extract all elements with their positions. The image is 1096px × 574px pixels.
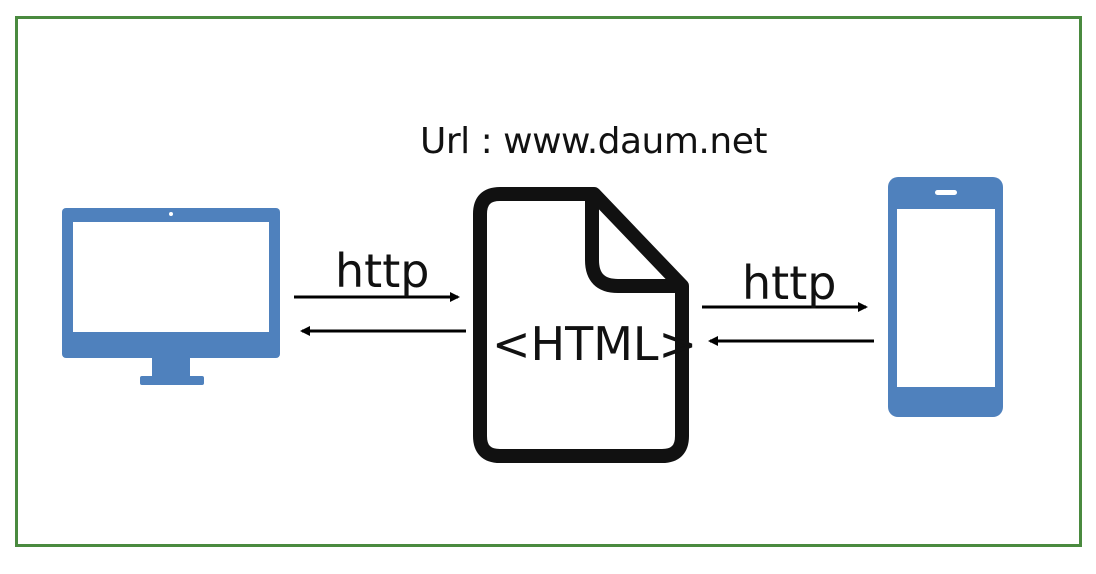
phone-screen bbox=[897, 209, 995, 387]
phone-speaker bbox=[935, 190, 957, 195]
document-label: <HTML> bbox=[492, 317, 698, 371]
url-label: Url : www.daum.net bbox=[420, 121, 767, 162]
monitor-base bbox=[140, 376, 204, 385]
left-arrows bbox=[294, 292, 466, 336]
desktop-monitor-icon bbox=[62, 208, 280, 385]
monitor-screen bbox=[73, 222, 269, 332]
monitor-camera bbox=[169, 212, 173, 216]
document-outline bbox=[473, 187, 689, 463]
html-document-icon bbox=[473, 187, 689, 463]
http-label-left: http bbox=[335, 244, 430, 298]
document-fold bbox=[585, 198, 680, 293]
right-arrows bbox=[702, 302, 874, 346]
http-label-right: http bbox=[742, 256, 837, 310]
smartphone-icon bbox=[888, 177, 1003, 417]
monitor-neck bbox=[152, 358, 190, 378]
